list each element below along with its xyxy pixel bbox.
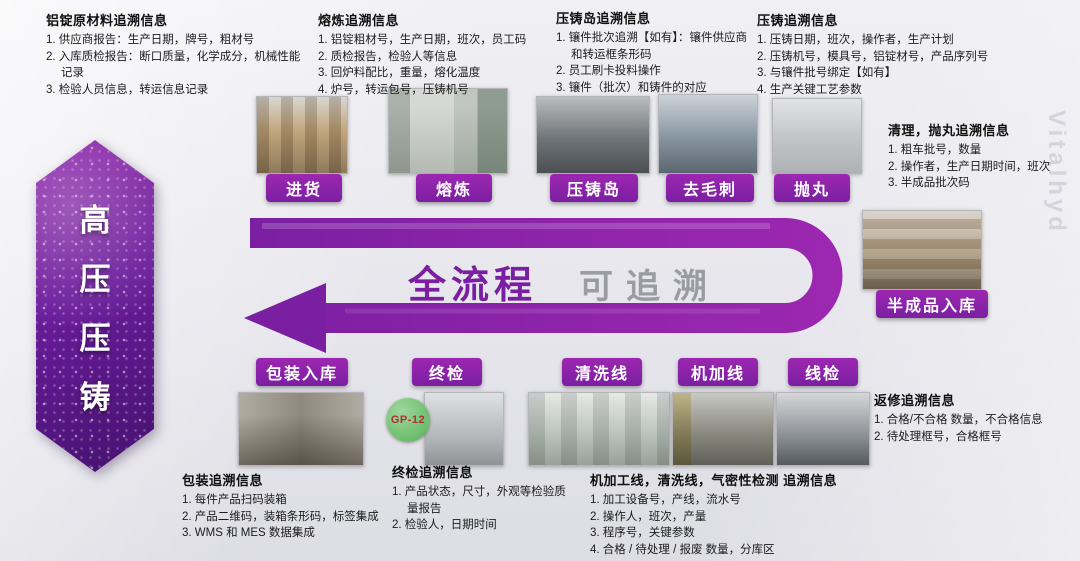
info-item: 2. 入库质检报告：断口质量，化学成分，机械性能记录 — [46, 50, 301, 80]
step-label-shot-blast: 抛丸 — [774, 174, 850, 202]
info-title: 清理，抛丸追溯信息 — [888, 123, 1010, 138]
flow-primary-label: 全流程 — [408, 265, 538, 307]
flow-headline: 全流程 可追溯 — [408, 254, 720, 309]
info-block-rework: 返修追溯信息 1. 合格/不合格 数量，不合格信息 2. 待处理框号，合格框号 — [874, 390, 1074, 445]
step-label-line-inspection: 线检 — [788, 358, 858, 386]
step-label-incoming: 进货 — [266, 174, 342, 202]
photo-line-inspection — [776, 392, 870, 466]
info-item: 2. 操作者，生产日期时间，班次 — [888, 160, 1051, 173]
info-item: 2. 员工刷卡投料操作 — [556, 65, 661, 78]
photo-final-inspection — [424, 392, 504, 466]
info-title: 压铸追溯信息 — [757, 13, 839, 28]
info-item: 3. 镶件（批次）和铸件的对应 — [556, 82, 707, 95]
info-item: 1. 压铸日期，班次，操作者，生产计划 — [757, 34, 954, 46]
info-title: 铝锭原材料追溯信息 — [46, 13, 168, 28]
info-item: 2. 压铸机号，模具号，铝锭材号，产品序列号 — [757, 50, 989, 63]
info-item: 1. 粗车批号，数量 — [888, 144, 982, 156]
badge-shape: 高 压 压 铸 — [36, 140, 154, 472]
info-block-cleaning-shot-blast: 清理，抛丸追溯信息 1. 粗车批号，数量 2. 操作者，生产日期时间，班次 3.… — [888, 120, 1073, 192]
info-item: 3. WMS 和 MES 数据集成 — [182, 527, 315, 540]
vertical-title-badge: 高 压 压 铸 — [36, 140, 154, 472]
photo-melting-furnace — [388, 88, 508, 174]
info-title: 终检追溯信息 — [392, 465, 474, 480]
info-title: 机加工线，清洗线，气密性检测 追溯信息 — [590, 473, 838, 488]
info-block-melting: 熔炼追溯信息 1. 铝锭粗材号，生产日期，班次，员工码 2. 质检报告，检验人等… — [318, 10, 546, 99]
info-block-raw-material: 铝锭原材料追溯信息 1. 供应商报告：生产日期，牌号，粗材号 2. 入库质检报告… — [46, 10, 304, 99]
step-label-semi-finished: 半成品入库 — [876, 290, 988, 318]
photo-packing-warehouse — [238, 392, 364, 466]
step-label-packing: 包装入库 — [256, 358, 348, 386]
info-title: 返修追溯信息 — [874, 393, 956, 408]
info-item: 1. 镶件批次追溯【如有】：镶件供应商和转运框条形码 — [556, 32, 748, 61]
info-item: 4. 生产关键工艺参数 — [757, 84, 862, 97]
info-item: 1. 供应商报告：生产日期，牌号，粗材号 — [46, 34, 255, 46]
photo-deburring — [658, 94, 758, 174]
info-item: 1. 加工设备号，产线，流水号 — [590, 494, 741, 506]
info-item: 3. 程序号，关键参数 — [590, 527, 695, 540]
step-label-washing-line: 清洗线 — [562, 358, 642, 386]
info-item: 4. 炉号，转运包号，压铸机号 — [318, 84, 469, 97]
info-item: 2. 产品二维码，装箱条形码，标签集成 — [182, 510, 379, 523]
step-label-cast-island: 压铸岛 — [550, 174, 638, 202]
info-block-machining-washing: 机加工线，清洗线，气密性检测 追溯信息 1. 加工设备号，产线，流水号 2. 操… — [590, 470, 880, 559]
photo-incoming-goods — [256, 96, 348, 174]
badge-char: 压 — [79, 321, 111, 356]
info-title: 包装追溯信息 — [182, 473, 264, 488]
flow-secondary-label: 可追溯 — [579, 268, 721, 306]
info-block-cast-island: 压铸岛追溯信息 1. 镶件批次追溯【如有】：镶件供应商和转运框条形码 2. 员工… — [556, 8, 752, 97]
info-item: 3. 回炉料配比，重量，熔化温度 — [318, 67, 481, 80]
info-item: 4. 合格 / 待处理 / 报废 数量，分库区 — [590, 544, 775, 557]
photo-washing-line — [528, 392, 670, 466]
info-block-final-inspection: 终检追溯信息 1. 产品状态，尺寸，外观等检验质量报告 2. 检验人，日期时间 — [392, 462, 572, 534]
badge-char: 高 — [79, 203, 111, 238]
photo-shot-blasting — [772, 98, 862, 174]
step-label-final-inspection: 终检 — [412, 358, 482, 386]
badge-title: 高 压 压 铸 — [36, 140, 154, 472]
info-item: 2. 质检报告，检验人等信息 — [318, 50, 458, 63]
watermark-text: Vitalhyd — [1043, 110, 1070, 235]
info-item: 2. 操作人，班次，产量 — [590, 510, 707, 523]
info-item: 1. 产品状态，尺寸，外观等检验质量报告 — [392, 486, 566, 515]
gp12-badge: GP-12 — [386, 398, 430, 442]
info-item: 2. 检验人，日期时间 — [392, 519, 497, 532]
info-block-die-casting: 压铸追溯信息 1. 压铸日期，班次，操作者，生产计划 2. 压铸机号，模具号，铝… — [757, 10, 997, 99]
info-item: 1. 合格/不合格 数量，不合格信息 — [874, 414, 1043, 426]
info-item: 2. 待处理框号，合格框号 — [874, 430, 1002, 443]
step-label-machining-line: 机加线 — [678, 358, 758, 386]
photo-machining-line — [672, 392, 774, 466]
step-label-melting: 熔炼 — [416, 174, 492, 202]
info-item: 3. 检验人员信息，转运信息记录 — [46, 84, 209, 97]
info-title: 熔炼追溯信息 — [318, 13, 400, 28]
info-item: 3. 与镶件批号绑定【如有】 — [757, 67, 897, 80]
info-title: 压铸岛追溯信息 — [556, 11, 651, 26]
photo-die-casting-island — [536, 96, 650, 174]
photo-semi-finished-warehouse — [862, 210, 982, 290]
info-item: 3. 半成品批次码 — [888, 177, 970, 190]
step-label-deburring: 去毛刺 — [666, 174, 754, 202]
badge-char: 压 — [79, 262, 111, 297]
flow-arrow-head — [244, 283, 326, 353]
badge-char: 铸 — [79, 380, 111, 415]
info-item: 1. 铝锭粗材号，生产日期，班次，员工码 — [318, 34, 527, 46]
info-item: 1. 每件产品扫码装箱 — [182, 494, 287, 506]
info-block-packing: 包装追溯信息 1. 每件产品扫码装箱 2. 产品二维码，装箱条形码，标签集成 3… — [182, 470, 387, 542]
